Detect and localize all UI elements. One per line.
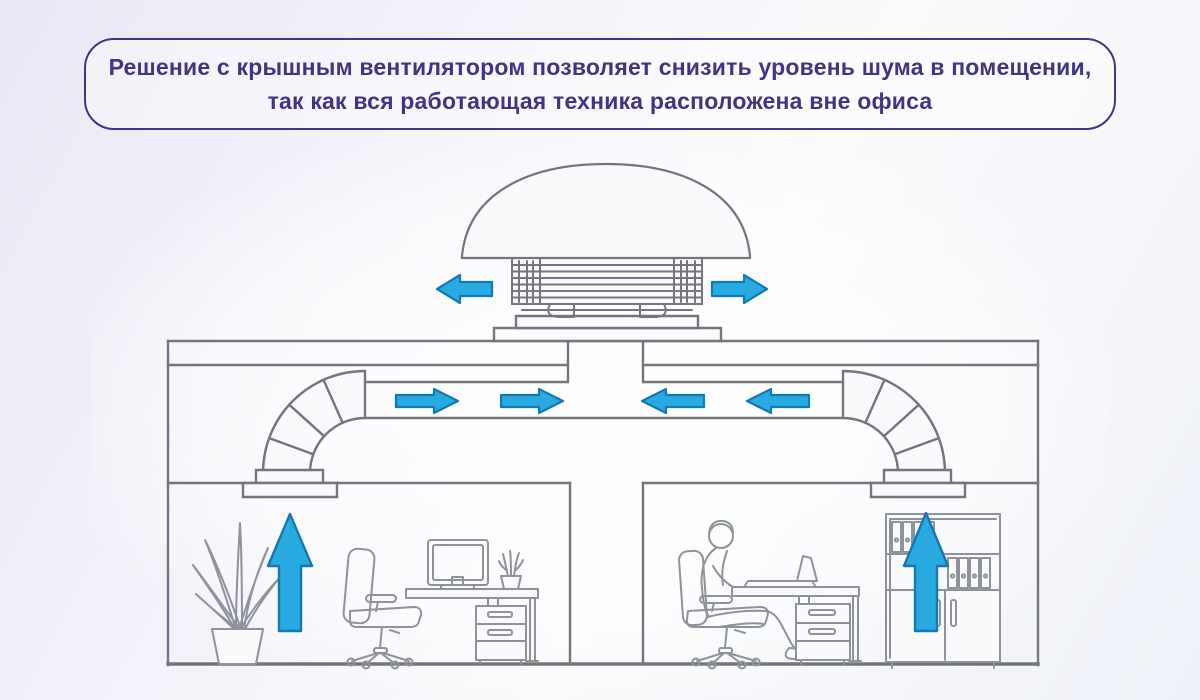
right-diffuser-neck <box>884 470 951 483</box>
right-room <box>678 514 1000 669</box>
fan-louvers <box>512 258 702 310</box>
duct-arrow-left-1-icon <box>642 389 704 413</box>
banner-text-line1: Решение с крышным вентилятором позволяет… <box>108 54 1092 80</box>
desk-with-monitor-icon <box>406 540 538 664</box>
desk-plant-icon <box>499 551 523 589</box>
laptop-icon <box>744 556 817 587</box>
cabinet-handle-icon <box>951 600 956 626</box>
desk-with-laptop-icon <box>732 556 861 664</box>
right-room-up-arrow-icon <box>904 513 948 631</box>
duct-arrow-right-1-icon <box>396 389 458 413</box>
exhaust-arrow-right-icon <box>712 275 767 303</box>
duct-airflow-arrows <box>396 389 809 413</box>
plant-icon <box>193 523 281 664</box>
exhaust-arrow-left-icon <box>437 275 492 303</box>
cabinet-icon <box>886 514 1000 668</box>
banner-text-line2: так как вся работающая техника расположе… <box>267 88 933 114</box>
room-airflow-arrows <box>268 513 948 631</box>
left-room <box>193 523 538 669</box>
fan-dome-icon <box>462 164 750 258</box>
ceiling-duct <box>365 382 843 418</box>
binders-middle-shelf-icon <box>948 558 990 588</box>
duct-arrow-left-2-icon <box>747 389 809 413</box>
info-banner: Решение с крышным вентилятором позволяет… <box>84 38 1116 130</box>
left-duct-elbow <box>243 371 365 497</box>
worker-chair-icon <box>678 550 768 668</box>
monitor-icon <box>428 540 488 585</box>
left-ceiling-diffuser <box>243 483 337 497</box>
drawer-pedestal-icon <box>796 604 850 664</box>
duct-arrow-right-2-icon <box>501 389 563 413</box>
left-diffuser-neck <box>256 470 323 483</box>
drawer-pedestal-icon <box>476 606 526 664</box>
right-duct-elbow <box>843 371 965 497</box>
fan-exhaust-arrows <box>437 275 767 303</box>
left-room-up-arrow-icon <box>268 514 312 631</box>
right-ceiling-diffuser <box>871 483 965 497</box>
office-chair-icon <box>343 548 421 668</box>
roof-fan-icon <box>462 164 750 341</box>
